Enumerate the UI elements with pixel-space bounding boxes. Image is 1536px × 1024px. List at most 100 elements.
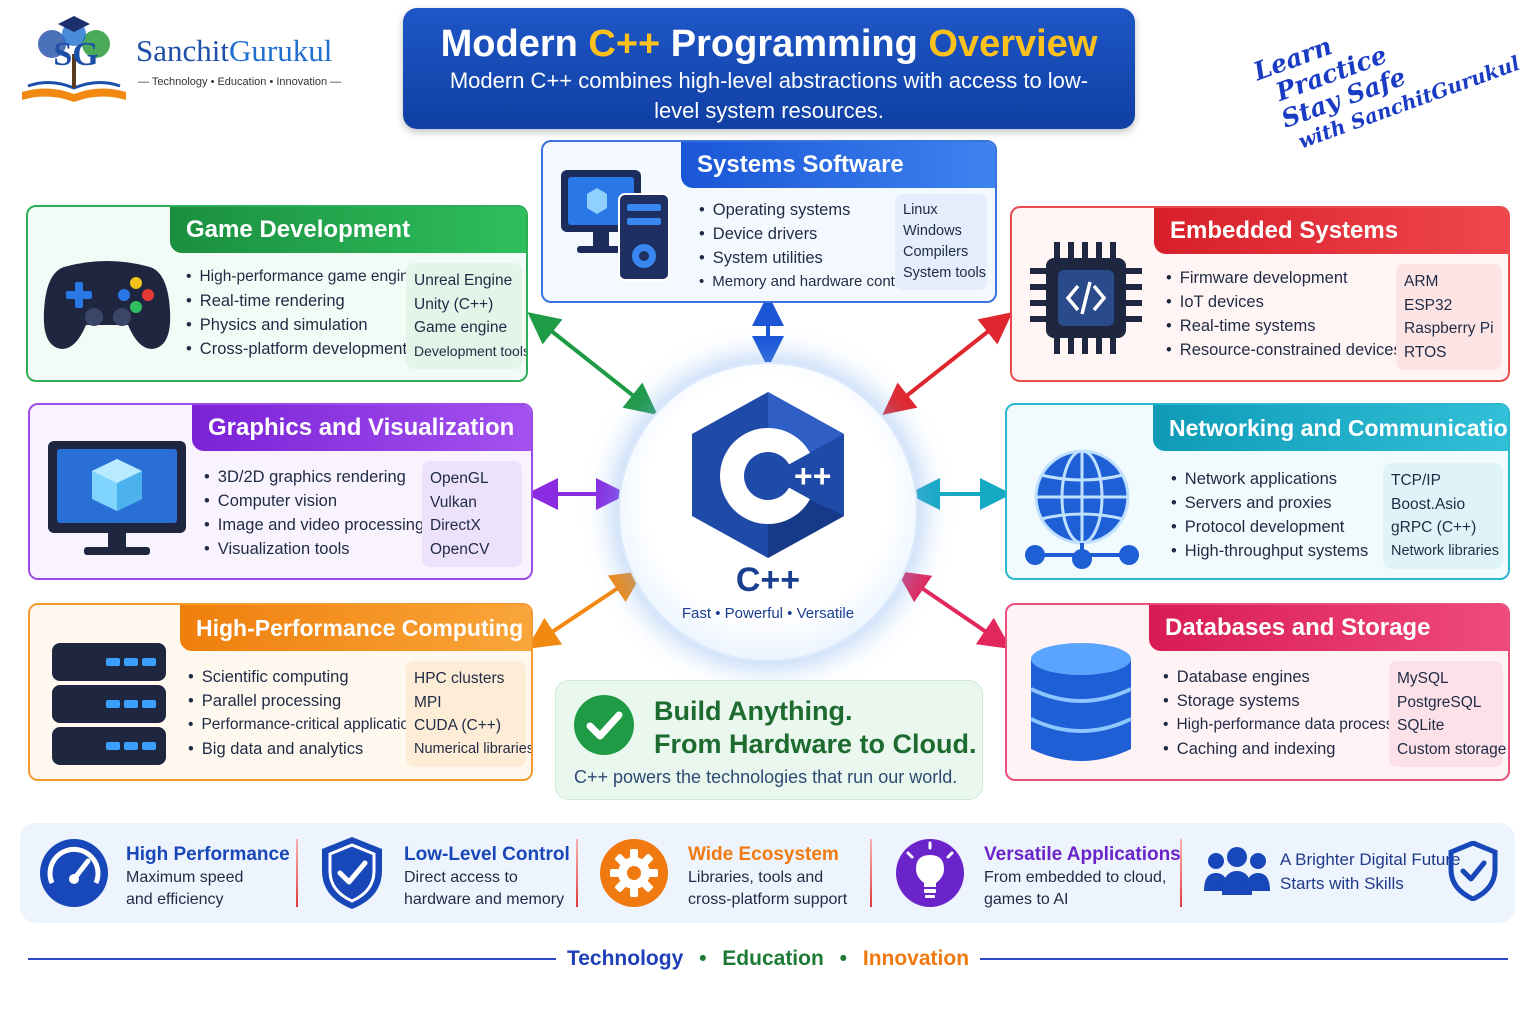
divider — [1180, 839, 1182, 907]
title-part-cpp: C++ — [588, 23, 661, 65]
feature-title: Versatile Applications — [984, 844, 1181, 865]
list-item: Cross-platform development — [186, 337, 425, 361]
footer-line-left — [28, 958, 556, 960]
tag: Windows — [903, 223, 962, 239]
list-item: Parallel processing — [188, 689, 425, 713]
card-networking: Networking and Communications Network ap… — [1005, 403, 1510, 580]
tag: Raspberry Pi — [1404, 320, 1494, 337]
build-line-1: Build Anything. — [654, 696, 853, 726]
feature-desc: Starts with Skills — [1280, 874, 1404, 893]
list-item: Database engines — [1163, 665, 1414, 689]
gear-icon — [600, 839, 668, 907]
brand-name: SanchitGurukul — [136, 34, 332, 68]
list-item: Firmware development — [1166, 266, 1402, 290]
feature-brighter-future: A Brighter Digital Future Starts with Sk… — [1202, 823, 1502, 923]
feature-desc: Direct access to — [404, 869, 518, 886]
list-item: Operating systems — [699, 198, 912, 222]
shield-check-icon — [1448, 841, 1498, 901]
list-item: Network applications — [1171, 467, 1368, 491]
header-banner: Modern C++ Programming Overview Modern C… — [403, 8, 1135, 129]
card-title: Systems Software — [681, 142, 995, 188]
brand-name-part2: Gurukul — [229, 33, 333, 68]
lightbulb-icon — [896, 839, 964, 907]
check-circle-icon — [574, 695, 634, 755]
brand-name-part1: Sanchit — [136, 33, 229, 68]
footer-dot: • — [699, 947, 707, 970]
list-item: Performance-critical applications — [188, 713, 425, 737]
feature-low-level-control: Low-Level Control Direct access to hardw… — [318, 823, 578, 923]
server-stack-icon — [52, 643, 166, 765]
tag: HPC clusters — [414, 670, 505, 687]
list-item: 3D/2D graphics rendering — [204, 465, 424, 489]
cpp-logo-icon — [692, 392, 844, 558]
hub-subtitle: Fast • Powerful • Versatile — [681, 605, 855, 622]
list-item: Scientific computing — [188, 665, 425, 689]
feature-title: Wide Ecosystem — [688, 844, 839, 865]
feature-title: Low-Level Control — [404, 844, 570, 865]
speedometer-icon — [40, 839, 108, 907]
monitor-cube-icon — [48, 441, 186, 555]
tag: System tools — [903, 265, 986, 281]
footer: Technology • Education • Innovation — [0, 944, 1536, 974]
feature-desc: Maximum speed — [126, 869, 244, 886]
tree-book-icon — [22, 16, 126, 102]
feature-title: High Performance — [126, 844, 290, 865]
title-part-programming: Programming — [660, 23, 929, 65]
shield-check-icon — [322, 837, 382, 909]
list-item: High-performance data processing — [1163, 713, 1414, 737]
brand-tagline: — Technology • Education • Innovation — — [138, 76, 342, 88]
list-item: IoT devices — [1166, 290, 1402, 314]
tag: SQLite — [1397, 717, 1445, 734]
build-anything-panel: Build Anything. From Hardware to Cloud. … — [555, 680, 983, 800]
tag: RTOS — [1404, 343, 1447, 361]
feature-desc: hardware and memory — [404, 891, 565, 908]
card-graphics-visualization: Graphics and Visualization 3D/2D graphic… — [28, 403, 533, 580]
card-title: Game Development — [170, 207, 526, 253]
feature-desc: and efficiency — [126, 891, 224, 908]
tag: Linux — [903, 202, 938, 218]
list-item: Resource-constrained devices — [1166, 338, 1402, 362]
card-hpc: High-Performance Computing Scientific co… — [28, 603, 533, 781]
footer-dot: • — [839, 947, 848, 970]
card-tags: Unreal Engine Unity (C++) Game engine De… — [406, 263, 528, 369]
globe-network-icon — [1025, 449, 1139, 569]
list-item: High-performance game engines — [186, 265, 425, 289]
microchip-icon — [1030, 242, 1142, 354]
build-line-2: From Hardware to Cloud. — [654, 729, 977, 759]
tag: PostgreSQL — [1397, 693, 1482, 711]
tag: ARM — [1404, 273, 1439, 290]
list-item: Computer vision — [204, 489, 424, 513]
arrow-databases — [896, 570, 1012, 650]
tag: gRPC (C++) — [1391, 519, 1477, 536]
tag: MPI — [414, 693, 442, 711]
card-systems-software: Systems Software Operating systems Devic… — [541, 140, 997, 303]
list-item: Physics and simulation — [186, 313, 425, 337]
card-list: Scientific computing Parallel processing… — [188, 665, 425, 761]
footer-text: Technology • Education • Innovation — [560, 944, 976, 974]
card-tags: TCP/IP Boost.Asio gRPC (C++) Network lib… — [1383, 463, 1503, 569]
card-tags: OpenGL Vulkan DirectX OpenCV — [422, 461, 522, 567]
card-title: Embedded Systems — [1154, 208, 1508, 254]
arrow-game — [527, 312, 658, 415]
tag: Numerical libraries — [414, 740, 533, 757]
list-item: Big data and analytics — [188, 737, 425, 761]
feature-desc: cross-platform support — [688, 891, 848, 908]
card-list: Operating systems Device drivers System … — [699, 198, 912, 294]
page-title: Modern C++ Programming Overview — [403, 22, 1135, 66]
list-item: Caching and indexing — [1163, 737, 1414, 761]
feature-bar: High Performance Maximum speed and effic… — [20, 823, 1515, 923]
tag: Development tools — [414, 342, 528, 359]
tag: DirectX — [430, 517, 481, 534]
card-tags: HPC clusters MPI CUDA (C++) Numerical li… — [406, 661, 533, 767]
gamepad-icon — [43, 261, 171, 349]
tag: CUDA (C++) — [414, 717, 501, 734]
build-line-3: C++ powers the technologies that run our… — [574, 767, 958, 787]
desktop-server-icon — [561, 170, 670, 281]
card-tags: MySQL PostgreSQL SQLite Custom storage — [1389, 661, 1506, 767]
list-item: Servers and proxies — [1171, 491, 1368, 515]
card-embedded-systems: Embedded Systems Firmware development Io… — [1010, 206, 1510, 382]
card-title: Graphics and Visualization — [192, 405, 531, 451]
tag: Boost.Asio — [1391, 495, 1466, 513]
feature-wide-ecosystem: Wide Ecosystem Libraries, tools and cros… — [598, 823, 870, 923]
